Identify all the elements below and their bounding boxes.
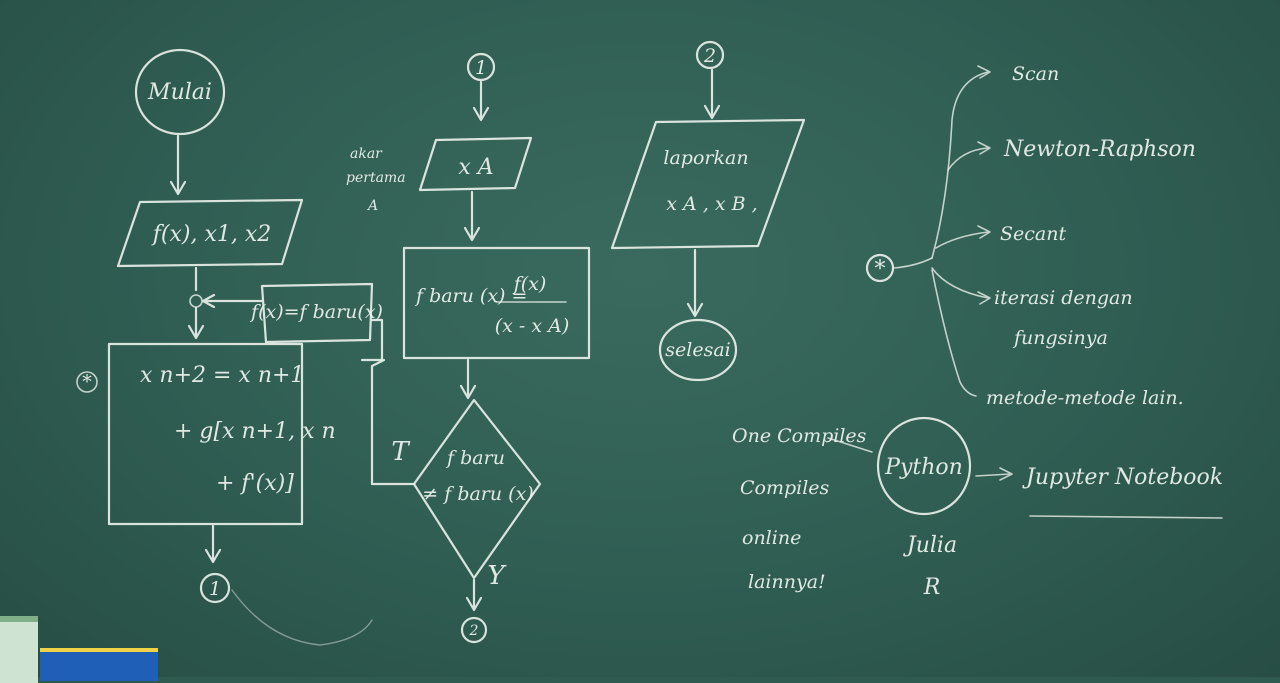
process-lhs: f baru (x) = xyxy=(414,285,527,307)
true-label: Y xyxy=(487,561,507,591)
method-item-1: Scan xyxy=(1012,63,1059,85)
arrow xyxy=(463,190,481,242)
connector-2-top xyxy=(695,40,725,70)
connector-2-top-label: 2 xyxy=(703,45,716,67)
formula-line-2: + g[x n+1, x n xyxy=(174,419,336,444)
connector-1-top xyxy=(466,52,496,82)
input-parallelogram xyxy=(116,198,304,268)
connector-2-bottom xyxy=(460,616,488,644)
formula-box xyxy=(107,342,304,526)
branch-arrow xyxy=(935,225,991,249)
arrow xyxy=(187,306,205,340)
method-item-6: metode-metode lain. xyxy=(986,387,1184,409)
side-note-line-1: akar xyxy=(350,146,383,162)
connector-1-left-label: 1 xyxy=(209,578,221,600)
false-label: T xyxy=(391,437,410,467)
branch-arrow xyxy=(931,65,991,259)
arrow xyxy=(686,248,704,318)
method-item-4: iterasi dengan xyxy=(994,287,1133,309)
connector-1-left xyxy=(199,572,231,604)
arrow xyxy=(975,467,1013,481)
arrow xyxy=(465,578,483,612)
input-xa-parallelogram xyxy=(418,136,533,192)
python-label: Python xyxy=(884,455,963,480)
branch-arrow xyxy=(931,269,977,397)
decision-line-1: f baru xyxy=(445,447,505,469)
chalk-box-blue xyxy=(40,648,158,681)
formula-line-3: + f'(x)] xyxy=(216,471,294,496)
connector-1-top-label: 1 xyxy=(475,57,487,79)
jupyter-label: Jupyter Notebook xyxy=(1022,465,1223,490)
connector-line xyxy=(827,437,873,453)
false-branch-line xyxy=(370,358,416,486)
update-box-label: f(x)=f baru(x) xyxy=(249,301,383,323)
languages-note-line-3: online xyxy=(742,527,801,549)
chalk-box-green xyxy=(0,616,38,683)
output-line-2: x A , x B , xyxy=(666,193,757,215)
start-terminal xyxy=(134,48,226,136)
connector-2-bottom-label: 2 xyxy=(469,623,479,639)
branch xyxy=(893,257,933,269)
methods-star-marker xyxy=(865,253,895,283)
start-label: Mulai xyxy=(147,80,212,105)
side-note-line-2: pertama xyxy=(346,170,406,186)
method-item-2: Newton-Raphson xyxy=(1003,137,1196,162)
methods-star-label: * xyxy=(875,257,886,282)
update-box xyxy=(260,282,374,344)
loop-line xyxy=(360,318,384,362)
languages-note-line-4: lainnya! xyxy=(748,571,826,593)
side-note-line-3: A xyxy=(366,198,378,214)
decision-diamond xyxy=(412,398,542,580)
arrow xyxy=(703,68,721,120)
process-denominator: (x - x A) xyxy=(495,315,570,337)
languages-note-line-1: One Compiles xyxy=(732,425,867,447)
arrow xyxy=(472,80,490,122)
method-item-5: fungsinya xyxy=(1012,327,1108,349)
arrow xyxy=(201,293,264,309)
input-label: f(x), x1, x2 xyxy=(151,222,272,247)
process-box xyxy=(402,246,591,360)
input-xa-label: x A xyxy=(458,155,493,180)
branch-arrow xyxy=(931,267,991,305)
decision-line-2: ≠ f baru (x) xyxy=(422,483,533,505)
output-line-1: laporkan xyxy=(663,147,748,169)
julia-label: Julia xyxy=(903,533,957,558)
end-label: selesai xyxy=(665,339,730,361)
process-numerator: f(x) xyxy=(512,273,547,295)
branch-arrow xyxy=(947,141,991,171)
arrow xyxy=(169,134,187,196)
star-marker xyxy=(76,371,98,393)
output-parallelogram xyxy=(610,118,806,250)
method-item-3: Secant xyxy=(1000,223,1066,245)
formula-line-1: x n+2 = x n+1 xyxy=(140,363,304,388)
end-terminal xyxy=(658,318,738,382)
star-label: * xyxy=(82,371,92,393)
merge-node xyxy=(189,294,203,308)
arrow xyxy=(204,524,222,564)
underline xyxy=(1029,515,1223,519)
python-circle xyxy=(876,416,972,516)
r-label: R xyxy=(923,575,941,600)
arrow xyxy=(459,358,477,400)
erased-curve xyxy=(231,589,373,646)
languages-note-line-2: Compiles xyxy=(740,477,830,499)
